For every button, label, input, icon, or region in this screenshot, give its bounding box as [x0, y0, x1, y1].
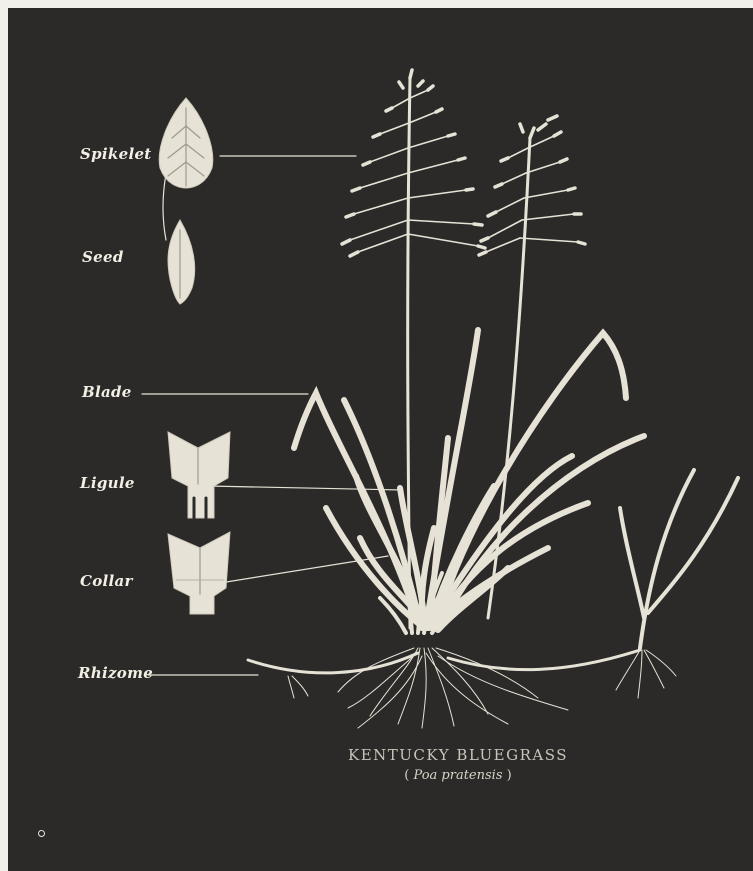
ligule-leader-line	[208, 486, 403, 490]
rhizomes	[248, 650, 640, 673]
spikelet-label: Spikelet	[80, 145, 152, 163]
roots	[288, 648, 676, 728]
spikelet-seed-connector	[163, 174, 166, 240]
collar-label: Collar	[80, 572, 133, 590]
scientific-name: ( Poa pratensis )	[308, 768, 608, 783]
rhizome-label: Rhizome	[78, 664, 153, 682]
panicle-left	[350, 90, 478, 252]
seed-detail	[168, 220, 195, 304]
spikelet-detail	[159, 98, 213, 188]
plant-illustration	[8, 8, 753, 871]
ligule-label: Ligule	[80, 474, 135, 492]
seed-label: Seed	[82, 248, 124, 266]
leaf-blades	[294, 330, 644, 630]
young-shoot	[620, 470, 738, 648]
common-name-title: KENTUCKY BLUEGRASS	[308, 746, 608, 764]
scientific-name-text: Poa pratensis	[413, 768, 502, 783]
blade-label: Blade	[82, 383, 132, 401]
corner-dot	[38, 830, 45, 837]
ligule-detail	[168, 432, 230, 518]
illustration-plate: Spikelet Seed Blade Ligule Collar Rhizom…	[8, 8, 753, 871]
collar-detail	[168, 532, 230, 614]
panicle-left-florets	[342, 70, 485, 256]
panicle-right	[486, 136, 578, 252]
